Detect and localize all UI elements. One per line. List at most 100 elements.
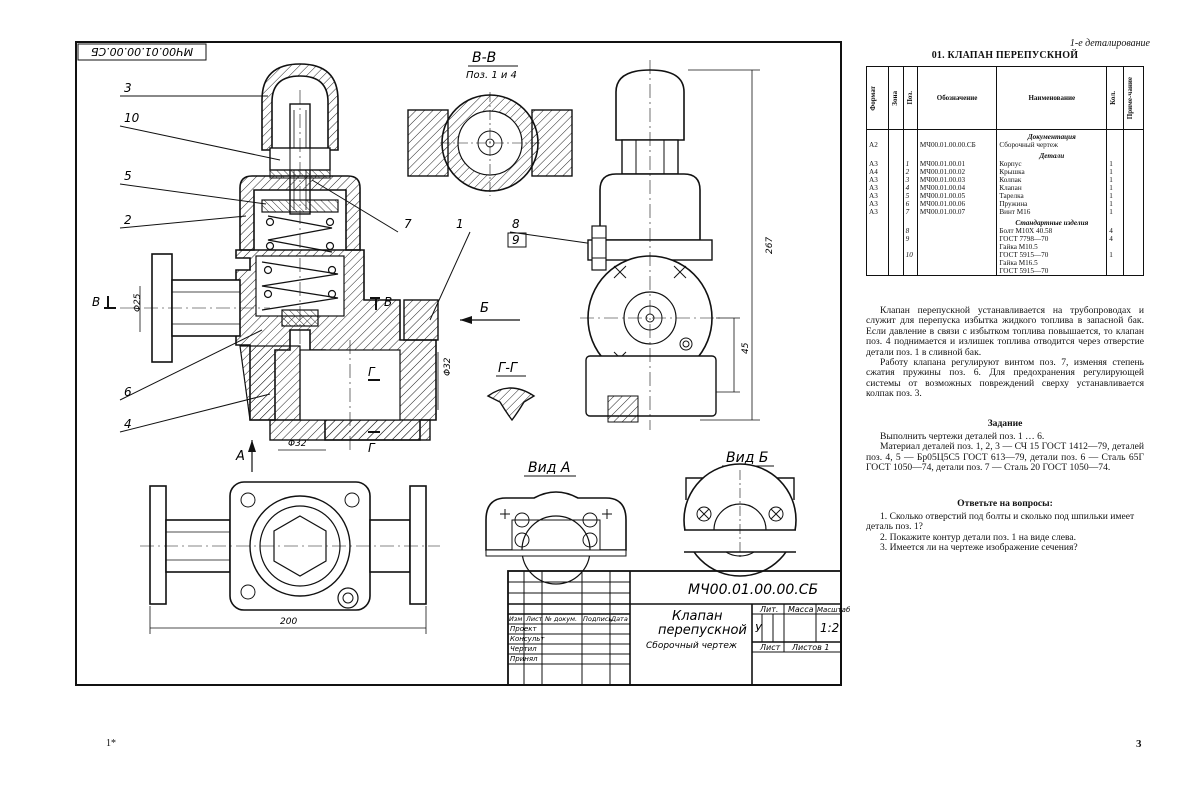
section-gg-title: Г-Г — [498, 361, 519, 376]
tb-header-doc: № докум. — [544, 615, 577, 623]
tb-lit-label: Лит. — [759, 605, 778, 614]
spec-cell-name: Клапан — [997, 184, 1107, 192]
callout-8: 8 — [512, 217, 520, 231]
spec-body: ДокументацияА2МЧ00.01.00.00.СБСборочный … — [867, 130, 1144, 276]
spec-cell-qty: 4 — [1107, 227, 1123, 235]
spec-cell-name: Корпус — [997, 160, 1107, 168]
spec-cell-name: Винт М16 — [997, 208, 1107, 216]
spec-cell-note — [1123, 243, 1143, 251]
spec-cell-format: А2 — [867, 141, 889, 149]
spec-cell-pos: 10 — [903, 251, 917, 259]
spec-cell-name: Тарелка — [997, 192, 1107, 200]
spec-header-format: Формат — [869, 86, 877, 111]
spec-cell-qty: 1 — [1107, 208, 1123, 216]
spec-cell-name: Болт М10Х 40.58 — [997, 227, 1107, 235]
header-note: 1-е деталирование — [1070, 38, 1150, 49]
spec-cell-qty: 1 — [1107, 251, 1123, 259]
spec-cell-note — [1123, 267, 1143, 276]
spec-cell-note — [1123, 176, 1143, 184]
callout-1: 1 — [456, 217, 464, 231]
spec-cell-note — [1123, 259, 1143, 267]
spec-cell-name: ГОСТ 5915—70 — [997, 251, 1107, 259]
tb-role-project: Проект — [510, 625, 538, 633]
spec-cell-qty — [1107, 243, 1123, 251]
spec-cell-code: МЧ00.01.00.01 — [917, 160, 996, 168]
spec-cell-format — [867, 235, 889, 243]
spec-row: А31МЧ00.01.00.01Корпус1 — [867, 160, 1144, 168]
spec-cell-code: МЧ00.01.00.04 — [917, 184, 996, 192]
arrow-a-label: А — [235, 449, 245, 464]
spec-cell — [917, 130, 996, 142]
spec-cell-zone — [889, 259, 903, 267]
spec-cell-format: А3 — [867, 208, 889, 216]
spec-cell-note — [1123, 160, 1143, 168]
spec-cell-pos: 4 — [903, 184, 917, 192]
question-1: 1. Сколько отверстий под болты и сколько… — [866, 512, 1144, 533]
spec-header-name: Наименование — [997, 67, 1107, 130]
spec-cell-format: А3 — [867, 176, 889, 184]
callout-9: 9 — [512, 233, 520, 247]
task-title: Задание — [860, 418, 1150, 429]
callout-6: 6 — [124, 385, 132, 399]
spec-row: А36МЧ00.01.00.06Пружина1 — [867, 200, 1144, 208]
spec-cell — [903, 149, 917, 160]
tb-header-izm: Изм — [509, 615, 522, 623]
title-block-name-1: Клапан — [672, 609, 723, 624]
page-number: 3 — [1136, 738, 1142, 750]
cut-g-bottom: Г — [368, 441, 376, 455]
spec-cell — [1123, 130, 1143, 142]
spec-cell-name: Гайка М16.5 — [997, 259, 1107, 267]
spec-cell-format — [867, 227, 889, 235]
spec-cell — [903, 216, 917, 227]
dim-d25: Φ25 — [133, 293, 143, 312]
spec-cell-note — [1123, 208, 1143, 216]
view-b-title: Вид Б — [726, 450, 768, 466]
spec-cell — [1123, 216, 1143, 227]
spec-cell-qty: 1 — [1107, 160, 1123, 168]
description-para-2: Работу клапана регулируют винтом поз. 7,… — [866, 358, 1144, 400]
spec-cell — [1107, 216, 1123, 227]
spec-row: 9ГОСТ 7798—704 — [867, 235, 1144, 243]
spec-cell-zone — [889, 168, 903, 176]
spec-cell-note — [1123, 141, 1143, 149]
spec-row: 10 ГОСТ 5915—701 — [867, 251, 1144, 259]
spec-cell-zone — [889, 227, 903, 235]
side-view — [580, 60, 720, 430]
spec-cell-format: А3 — [867, 200, 889, 208]
tb-role-drew: Чертил — [510, 645, 537, 653]
view-b-drawing — [684, 464, 796, 576]
spec-cell-zone — [889, 243, 903, 251]
spec-cell-code: МЧ00.01.00.05 — [917, 192, 996, 200]
spec-cell-code: МЧ00.01.00.03 — [917, 176, 996, 184]
title-block-name-2: перепускной — [658, 623, 747, 638]
spec-cell-code: МЧ00.01.00.00.СБ — [917, 141, 996, 149]
spec-row: А33МЧ00.01.00.03Колпак1 — [867, 176, 1144, 184]
spec-cell-qty — [1107, 141, 1123, 149]
spec-cell-format: А3 — [867, 160, 889, 168]
spec-cell — [903, 130, 917, 142]
spec-cell-name: ГОСТ 5915—70 — [997, 267, 1107, 276]
spec-cell-code: МЧ00.01.00.02 — [917, 168, 996, 176]
callout-7: 7 — [404, 217, 412, 231]
spec-cell-name: Пружина — [997, 200, 1107, 208]
dim-d32-horizontal: Φ32 — [288, 439, 307, 449]
dim-d32-vertical: Φ32 — [443, 357, 453, 376]
spec-row: А42МЧ00.01.00.02Крышка1 — [867, 168, 1144, 176]
description: Клапан перепускной устанавливается на тр… — [866, 306, 1144, 400]
tb-mass-label: Масса — [788, 605, 814, 614]
spec-cell-format — [867, 251, 889, 259]
cut-v-right: В — [384, 295, 392, 309]
spec-row: ГОСТ 5915—70 — [867, 267, 1144, 276]
tb-header-list: Лист — [525, 615, 543, 623]
spec-cell — [917, 216, 996, 227]
main-section-view — [120, 64, 438, 450]
spec-section-title: Документация — [997, 130, 1107, 142]
assembly-drawing: МЧ00.01.00.00.СБ — [0, 0, 850, 804]
spec-cell-pos: 1 — [903, 160, 917, 168]
section-bb-title: В-В — [472, 50, 496, 66]
description-para-1: Клапан перепускной устанавливается на тр… — [866, 306, 1144, 358]
spec-cell-note — [1123, 200, 1143, 208]
spec-cell-pos — [903, 141, 917, 149]
question-3: 3. Имеется ли на чертеже изображение сеч… — [866, 543, 1144, 553]
title-block-code: МЧ00.01.00.00.СБ — [688, 582, 818, 598]
